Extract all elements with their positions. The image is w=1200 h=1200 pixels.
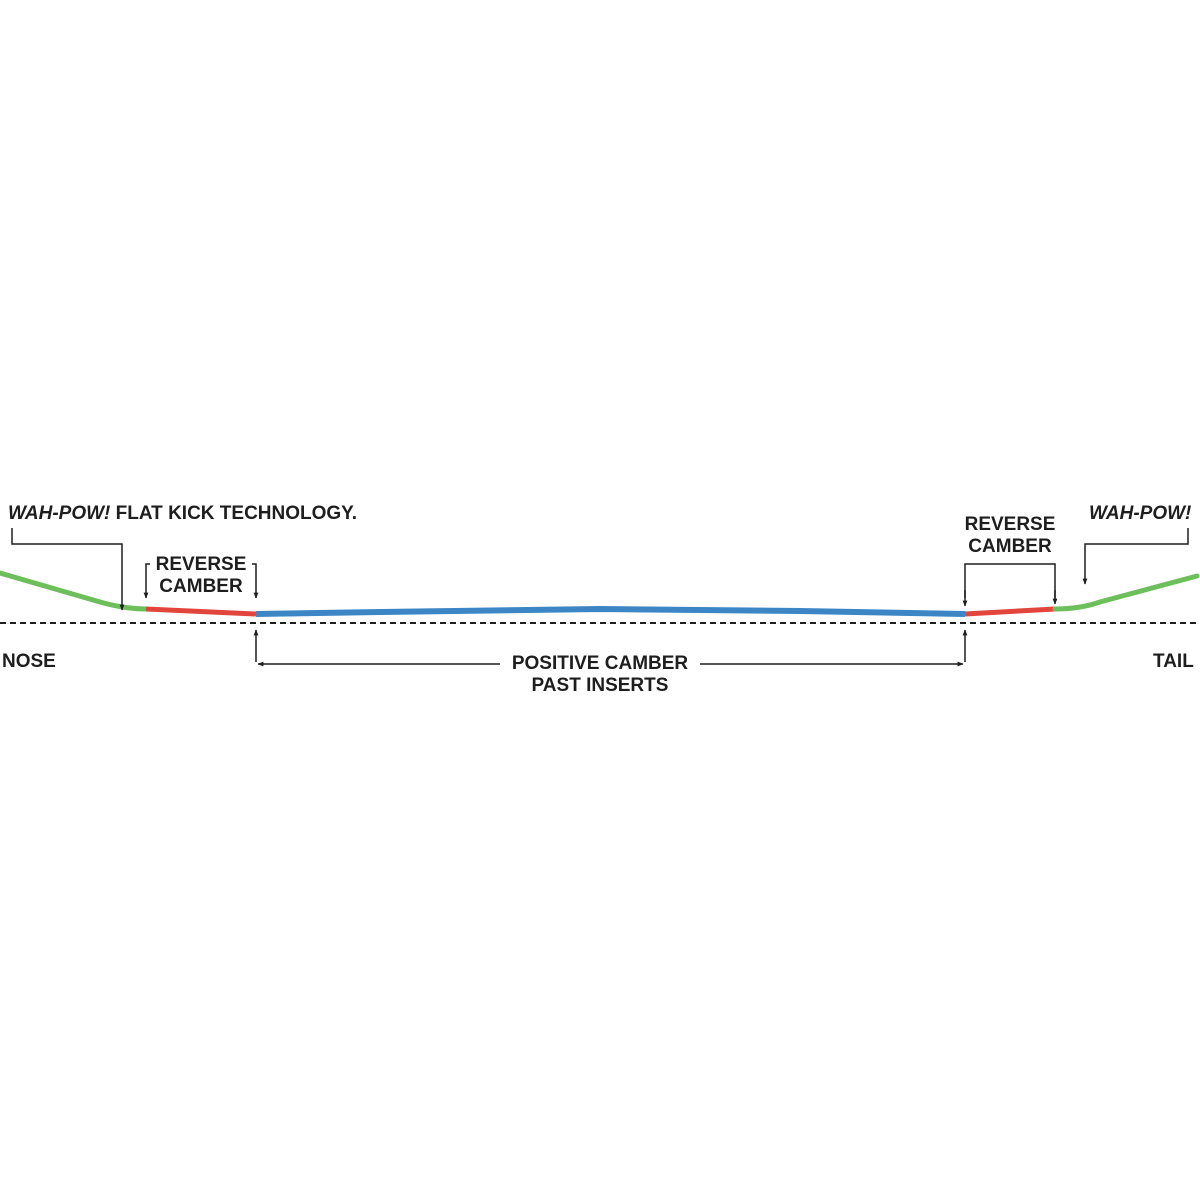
- reverse-camber-left-label: REVERSE CAMBER: [150, 554, 252, 598]
- reverse-camber-right-segment: [964, 606, 1056, 617]
- tail-callout-label: WAH-POW!: [1089, 503, 1192, 524]
- reverse-camber-left-bracket-right: [252, 563, 259, 599]
- tail-label: TAIL: [1153, 651, 1194, 672]
- nose-callout-leader: [11, 528, 125, 611]
- tail-flat-kick-segment: [1052, 573, 1200, 612]
- nose-callout-label: WAH-POW! FLAT KICK TECHNOLOGY.: [8, 503, 357, 525]
- reverse-camber-left-line-1: REVERSE: [155, 554, 247, 575]
- nose-callout-brand: WAH-POW!: [8, 503, 111, 524]
- reverse-camber-right-line-1: REVERSE: [964, 514, 1056, 535]
- reverse-camber-left-line-2: CAMBER: [159, 576, 243, 597]
- positive-camber-label: POSITIVE CAMBER PAST INSERTS: [480, 653, 720, 697]
- tail-callout-leader: [1082, 528, 1189, 585]
- reverse-camber-right-bracket: [964, 563, 1056, 598]
- nose-flat-kick-segment: [0, 570, 149, 612]
- reverse-camber-right-label: REVERSE CAMBER: [950, 514, 1070, 558]
- nose-callout-rest: FLAT KICK TECHNOLOGY.: [115, 503, 358, 524]
- reverse-camber-left-bracket: [143, 563, 150, 599]
- reverse-camber-right-line-2: CAMBER: [968, 536, 1052, 557]
- positive-camber-line-1: POSITIVE CAMBER: [511, 653, 689, 674]
- reverse-camber-left-segment: [145, 606, 257, 617]
- positive-camber-line-2: PAST INSERTS: [531, 675, 669, 696]
- nose-label: NOSE: [2, 651, 56, 672]
- positive-camber-segment: [255, 605, 966, 617]
